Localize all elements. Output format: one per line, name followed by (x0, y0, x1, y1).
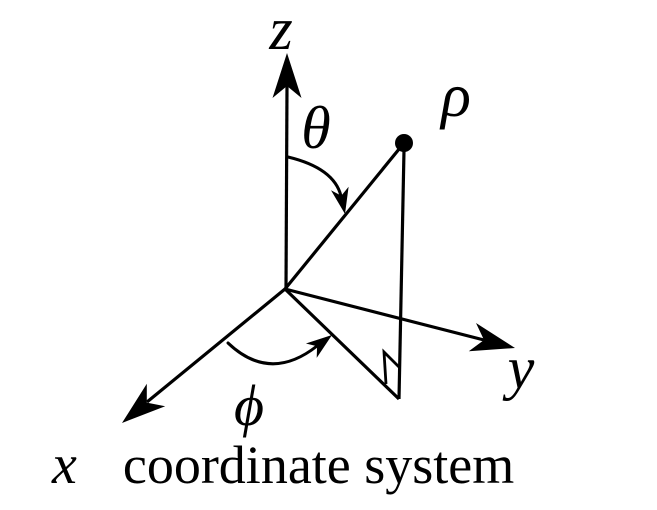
phi-arc (226, 341, 319, 366)
phi-arc-arrowhead-icon (305, 335, 332, 358)
x-axis-label: x (52, 434, 77, 496)
z-axis-arrowhead-icon (272, 53, 302, 98)
z-axis-line (284, 85, 289, 290)
x-axis-arrowhead-icon (122, 383, 166, 423)
caption-text: coordinate system (122, 435, 515, 495)
z-axis-label: z (269, 0, 293, 62)
right-angle-marker (382, 348, 401, 385)
point-dot (395, 134, 413, 152)
x-axis-line (145, 287, 287, 404)
caption: x coordinate system (52, 437, 514, 493)
xy-projection-line (283, 287, 401, 401)
theta-arc-arrowhead-icon (331, 186, 349, 214)
y-axis-arrowhead-icon (468, 323, 515, 352)
theta-arc (286, 155, 343, 198)
phi-angle-label: ϕ (233, 373, 265, 438)
vertical-projection-line (397, 149, 406, 400)
rho-point-label: ρ (441, 62, 471, 130)
y-axis-line (284, 287, 485, 342)
theta-angle-label: θ (301, 95, 331, 161)
y-axis-label: y (507, 335, 535, 401)
rho-vector-line (283, 141, 406, 291)
